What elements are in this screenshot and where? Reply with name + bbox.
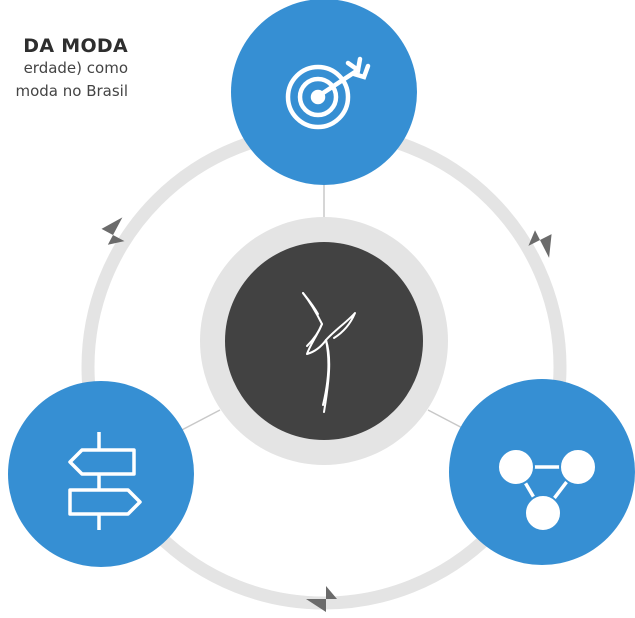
target-icon — [285, 56, 371, 130]
bird-icon — [302, 292, 356, 413]
intro-line-2: moda no Brasil — [15, 82, 128, 100]
intro-heading: DA MODA — [23, 35, 128, 57]
arrow-right-icon — [528, 230, 552, 258]
intro-line-1: erdade) como — [23, 59, 128, 77]
arrow-left-icon — [101, 217, 125, 245]
network-node — [449, 379, 635, 565]
arrow-bottom-icon — [306, 586, 337, 612]
center-hub — [225, 242, 423, 440]
signpost-icon — [68, 432, 142, 530]
intro-text: DA MODA erdade) como moda no Brasil — [15, 35, 128, 103]
connected-circles-icon — [497, 448, 597, 532]
